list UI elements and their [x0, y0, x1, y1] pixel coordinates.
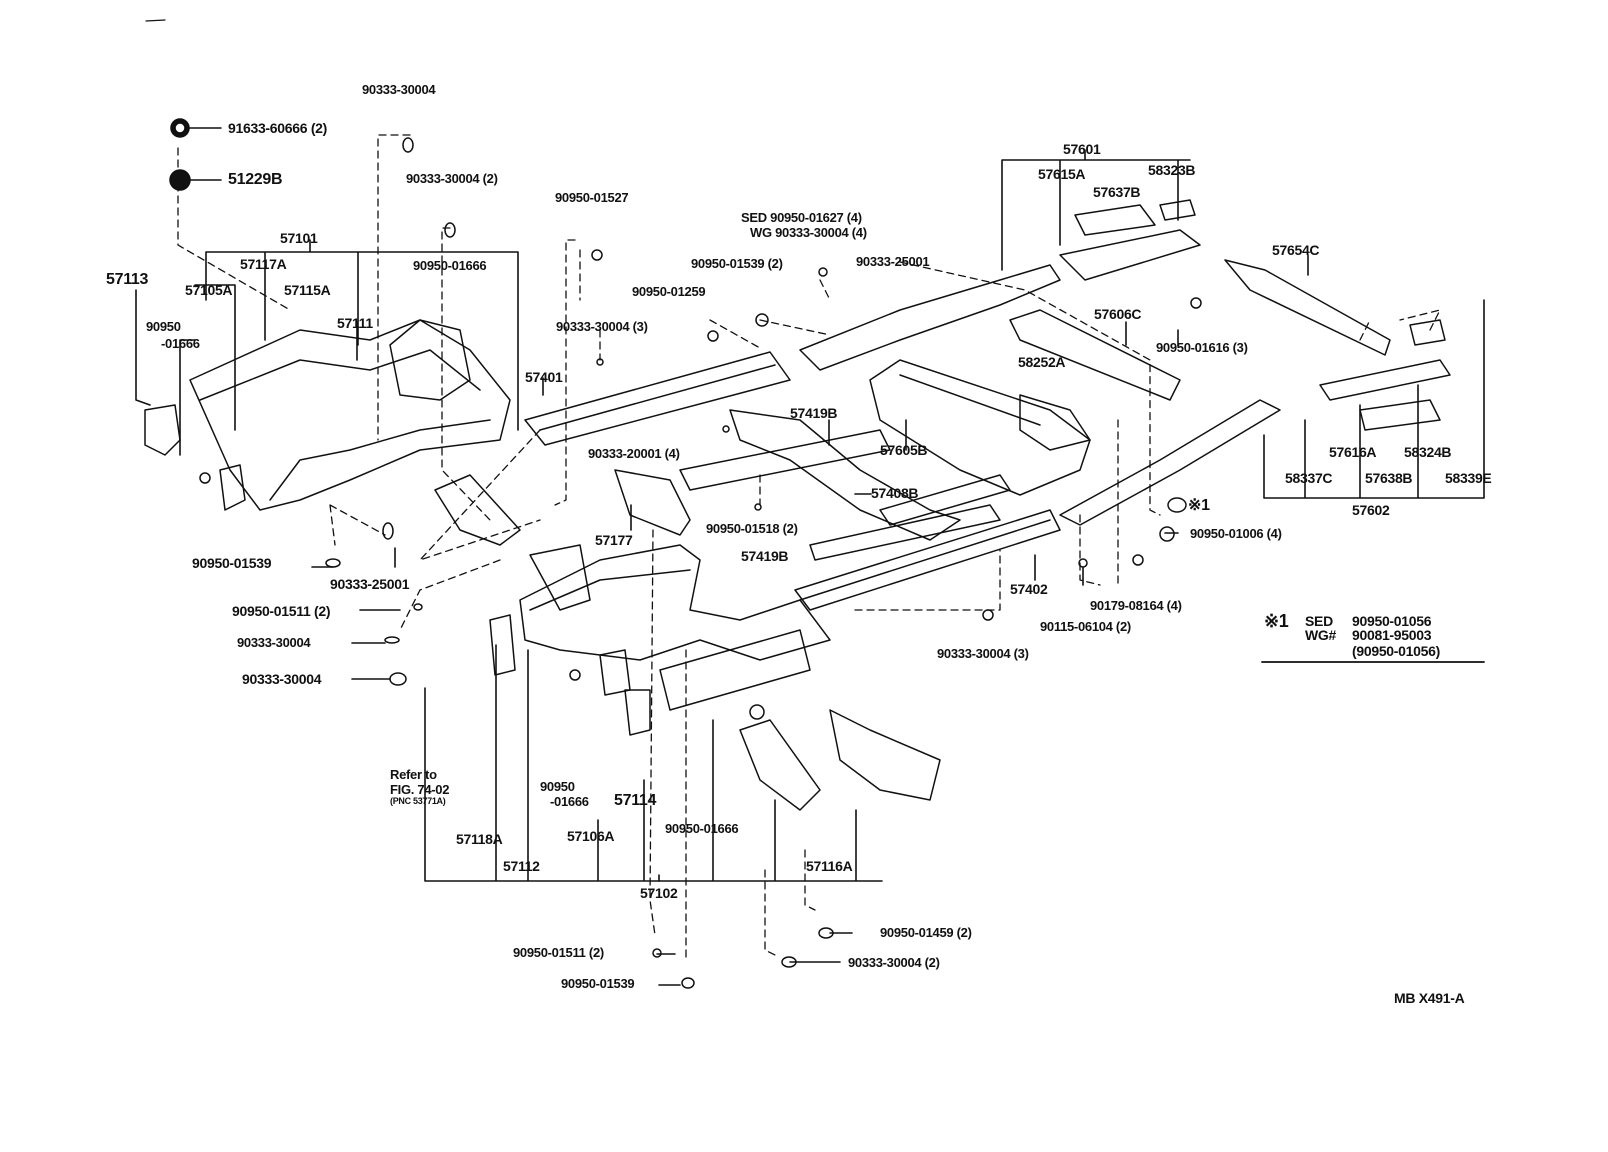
part-callout: 90333-30004: [242, 671, 322, 687]
part-callout: 58324B: [1404, 444, 1452, 460]
part-callout: 57101: [280, 230, 318, 246]
part-callout: 90333-30004: [237, 635, 311, 650]
part-callout: FIG. 74-02: [390, 782, 450, 797]
part-callout: 90333-30004: [362, 82, 436, 97]
part-callout: 90950-01259: [632, 284, 706, 299]
part-callout: 57401: [525, 369, 563, 385]
part-callout: 90179-08164 (4): [1090, 598, 1182, 613]
part-callout: 57637B: [1093, 184, 1141, 200]
part-callout: 57115A: [284, 282, 331, 298]
part-callout: 90950-01539 (2): [691, 256, 783, 271]
part-callout: 57402: [1010, 581, 1048, 597]
footnote-wg-code: WG#: [1305, 627, 1336, 643]
part-callout: 90950-01006 (4): [1190, 526, 1282, 541]
part-callout: 90950-01666: [413, 258, 487, 273]
part-callout: 90950-01518 (2): [706, 521, 798, 536]
part-callout: 90950-01511 (2): [513, 945, 604, 960]
part-callout: 57118A: [456, 831, 503, 847]
part-callout: 57419B: [790, 405, 838, 421]
part-callout: 90950-01616 (3): [1156, 340, 1248, 355]
part-callout: 57117A: [240, 256, 287, 272]
part-callout: 57602: [1352, 502, 1390, 518]
part-callout: 90950-01539: [561, 976, 635, 991]
part-callout: 90333-30004 (2): [848, 955, 940, 970]
part-callout: 90950-01459 (2): [880, 925, 972, 940]
footnote-alt-part: (90950-01056): [1352, 643, 1440, 659]
part-callout: 57408B: [871, 485, 919, 501]
footnote-wg-part: 90081-95003: [1352, 627, 1432, 643]
part-callout: -01666: [161, 336, 200, 351]
part-callout: -01666: [550, 794, 589, 809]
part-callout: 90950: [540, 779, 575, 794]
part-callout: 57605B: [880, 442, 928, 458]
part-callout: ※1: [1188, 497, 1210, 514]
part-callout: 90950-01666: [665, 821, 739, 836]
part-callout: 90950: [146, 319, 181, 334]
part-callout: 57615A: [1038, 166, 1086, 182]
part-callout: 90333-25001: [856, 254, 930, 269]
part-callout: 57114: [614, 792, 657, 809]
part-callout: 57419B: [741, 548, 789, 564]
part-callout: 90950-01539: [192, 555, 272, 571]
part-callout: 57116A: [806, 858, 853, 874]
part-callout: 57654C: [1272, 242, 1320, 258]
part-callout: Refer to: [390, 767, 437, 782]
part-callout: 58337C: [1285, 470, 1333, 486]
part-callout: 57177: [595, 532, 633, 548]
part-callout: 57638B: [1365, 470, 1413, 486]
drawing-code: MB X491-A: [1394, 990, 1465, 1006]
part-callout: 91633-60666 (2): [228, 120, 328, 136]
part-callout: 51229B: [228, 171, 283, 188]
part-callout: 57106A: [567, 828, 615, 844]
part-callout: 90115-06104 (2): [1040, 619, 1131, 634]
part-callout: 90333-30004 (3): [556, 319, 648, 334]
part-callout: 57113: [106, 271, 149, 288]
part-callout: 57102: [640, 885, 678, 901]
part-callout: 58339E: [1445, 470, 1492, 486]
part-callout: 57112: [503, 858, 540, 874]
fasteners: [169, 118, 1202, 989]
footnote-sed-part: 90950-01056: [1352, 613, 1432, 629]
part-callout: 58252A: [1018, 354, 1066, 370]
part-callout: 57616A: [1329, 444, 1377, 460]
part-callout: 57606C: [1094, 306, 1142, 322]
part-callout: 57111: [337, 315, 373, 331]
part-callout: 90333-25001: [330, 576, 410, 592]
part-callout: 90950-01511 (2): [232, 603, 331, 619]
part-callout: 90950-01527: [555, 190, 629, 205]
part-callout: 58323B: [1148, 162, 1196, 178]
dashed-lines: [177, 134, 1441, 961]
part-callout: WG 90333-30004 (4): [750, 225, 867, 240]
part-callout: (PNC 53771A): [390, 796, 446, 806]
part-callout: 90333-30004 (3): [937, 646, 1029, 661]
footnote-sed-code: SED: [1305, 613, 1333, 629]
footnote-mark: ※1: [1264, 611, 1289, 631]
part-callout: 57601: [1063, 141, 1101, 157]
part-callout: SED 90950-01627 (4): [741, 210, 862, 225]
part-callout: 90333-30004 (2): [406, 171, 498, 186]
frame-parts: [144, 199, 1451, 811]
part-callout: 90333-20001 (4): [588, 446, 680, 461]
part-callout: 57105A: [185, 282, 233, 298]
